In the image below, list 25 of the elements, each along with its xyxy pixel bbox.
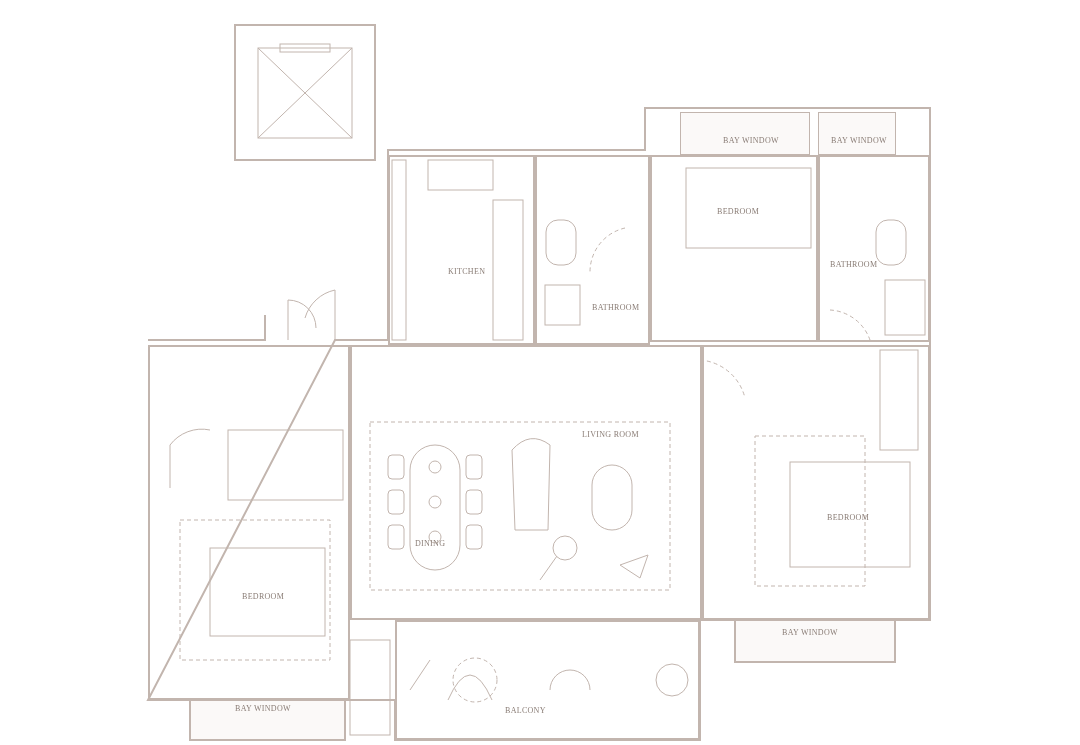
room-outline [650,155,818,342]
room-label: KITCHEN [448,267,486,276]
room-outline [148,345,350,700]
room-label: BEDROOM [827,513,870,522]
room-label: BATHROOM [830,260,878,269]
bay-window-area [735,620,895,662]
bay-window-area [680,112,810,155]
room-label: LIVING ROOM [582,430,639,439]
room-label: BAY WINDOW [235,704,291,713]
room-label: BALCONY [505,706,546,715]
bay-window-area [190,700,345,740]
room-outline [535,155,650,345]
room-label: BEDROOM [717,207,760,216]
room-outline [350,345,702,620]
bay-window-area [818,112,896,155]
room-outline [818,155,930,342]
room-label: DINING [415,539,446,548]
room-label: BAY WINDOW [782,628,838,637]
room-label: BAY WINDOW [831,136,887,145]
room-label: BEDROOM [242,592,285,601]
room-outline [388,155,535,345]
room-outline [395,620,700,740]
room-outline [702,345,930,620]
room-label: BATHROOM [592,303,640,312]
room-label: BAY WINDOW [723,136,779,145]
